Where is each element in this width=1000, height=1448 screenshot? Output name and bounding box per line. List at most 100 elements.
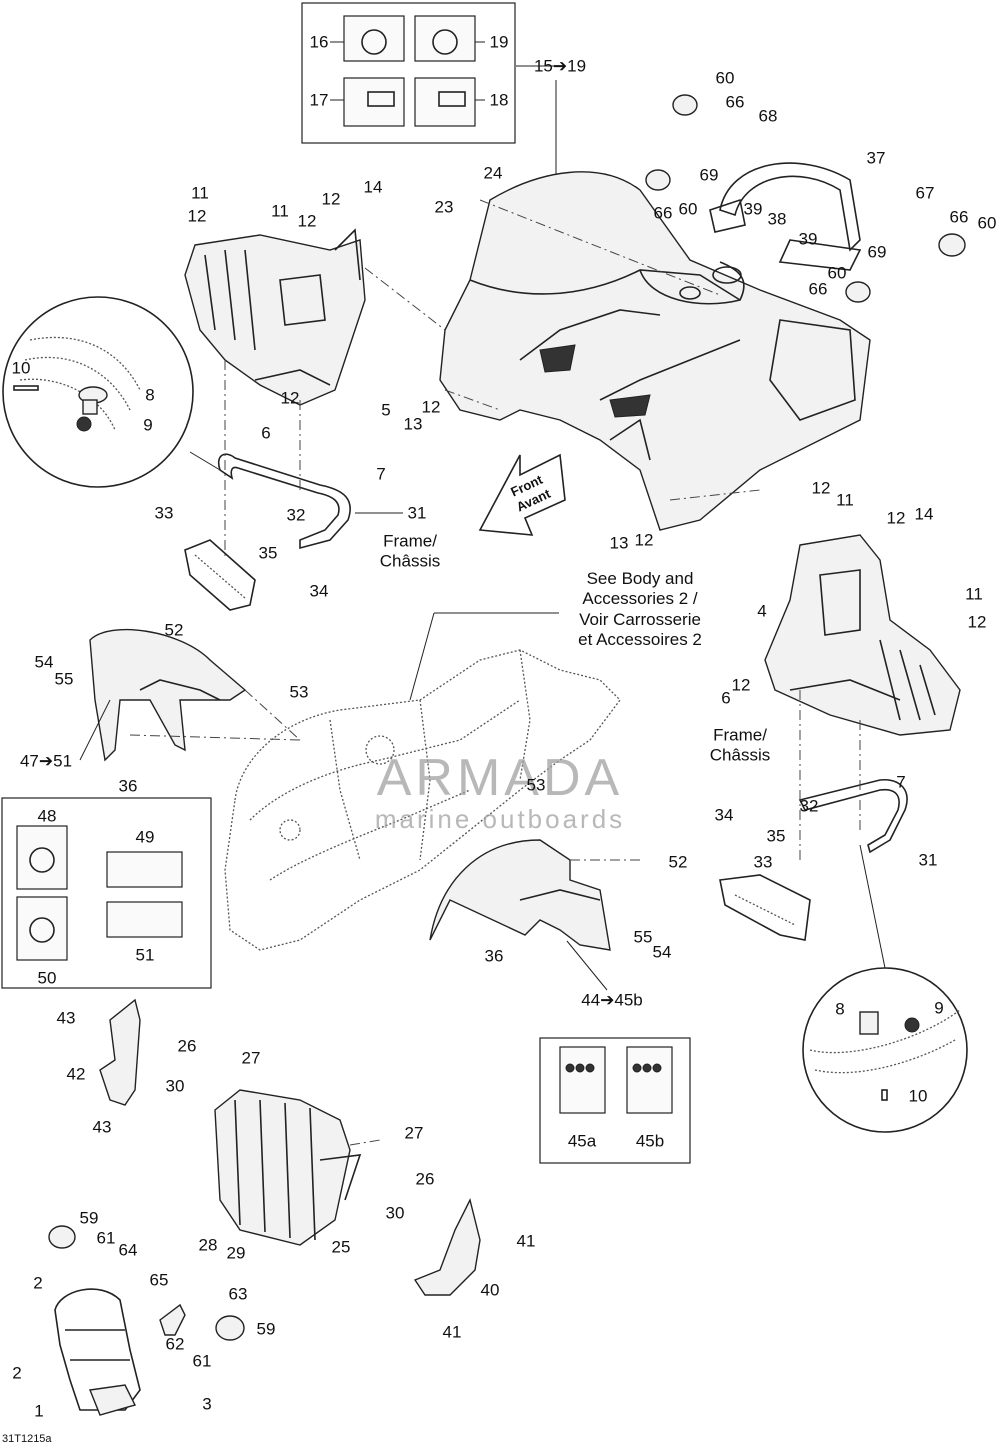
front-direction-arrow [478,453,566,536]
frame-outline [224,649,621,951]
callout-12e: 12 [421,397,441,417]
frame-note-left: Frame/Châssis [379,531,441,571]
callout-69a: 69 [699,165,719,185]
right-support-bar [719,779,908,941]
callout-36a: 36 [118,776,138,796]
callout-6b: 6 [721,688,731,708]
callout-30b: 30 [385,1203,405,1223]
callout-26b: 26 [415,1169,435,1189]
callout-13b: 13 [609,533,629,553]
right-footrest [764,534,961,736]
callout-60c: 60 [977,213,997,233]
callout-7a: 7 [376,464,386,484]
callout-55b: 55 [633,927,653,947]
callout-1: 1 [34,1401,44,1421]
callout-55a: 55 [54,669,74,689]
left-footrest [184,228,366,406]
side-plate-40 [413,1197,481,1296]
callout-14a: 14 [363,177,383,197]
cap-59-left [48,1225,76,1249]
callout-34a: 34 [309,581,329,601]
callout-59a: 59 [79,1208,99,1228]
callout-69b: 69 [867,242,887,262]
callout-61b: 61 [192,1351,212,1371]
left-detail-circle [2,296,194,488]
callout-66a: 66 [725,92,745,112]
callout-35a: 35 [258,543,278,563]
callout-62: 62 [165,1334,185,1354]
front-body-panel [439,171,871,531]
callout-2a: 2 [33,1273,43,1293]
callout-17: 17 [309,90,329,110]
callout-30a: 30 [165,1076,185,1096]
side-bracket-42 [99,998,141,1106]
left-fender [89,628,247,762]
see-body-leader-arrow [409,612,435,701]
callout-45a: 45a [567,1131,597,1151]
tow-hook-62 [159,1303,186,1336]
callout-43a: 43 [56,1008,76,1028]
callout-8b: 8 [835,999,845,1019]
callout-37: 37 [866,148,886,168]
right-fender [429,839,611,951]
callout-60b: 60 [678,199,698,219]
callout-48: 48 [37,806,57,826]
right-detail-circle [802,967,968,1133]
left-support-bar [184,453,351,611]
decal-kit-15-19 [301,2,560,212]
callout-31a: 31 [407,503,427,523]
callout-66c: 66 [949,207,969,227]
caps [645,94,966,303]
callout-5: 5 [381,400,391,420]
callout-49: 49 [135,827,155,847]
callout-63: 63 [228,1284,248,1304]
callout-26a: 26 [177,1036,197,1056]
callout-44-45b: 44➔45b [581,990,643,1010]
callout-38: 38 [767,209,787,229]
left-fender-leader [79,699,111,761]
callout-12d: 12 [280,388,300,408]
left-circle-leader [189,451,221,471]
frame-note-right: Frame/Châssis [709,725,771,765]
callout-4: 4 [757,601,767,621]
callout-11a: 11 [191,183,209,203]
callout-35b: 35 [766,826,786,846]
callout-34b: 34 [714,805,734,825]
callout-29: 29 [226,1243,246,1263]
assembly-lines [129,199,861,1146]
callout-12a: 12 [187,206,207,226]
callout-11c: 11 [836,490,854,510]
callout-32a: 32 [286,505,306,525]
cap-59-right [215,1315,245,1341]
callout-36b: 36 [484,946,504,966]
callout-25: 25 [331,1237,351,1257]
callout-66b: 66 [653,203,673,223]
callout-11d: 11 [965,584,983,604]
callout-7b: 7 [896,772,906,792]
front-bumper [54,1288,141,1416]
callout-12i: 12 [967,612,987,632]
callout-2b: 2 [12,1363,22,1383]
callout-16: 16 [309,32,329,52]
callout-27b: 27 [404,1123,424,1143]
decal-box-44-45b [539,1037,691,1164]
callout-3: 3 [202,1394,212,1414]
callout-45b: 45b [635,1131,665,1151]
callout-43b: 43 [92,1117,112,1137]
callout-24: 24 [483,163,503,183]
callout-9a: 9 [143,415,153,435]
decal-box-47-51 [1,797,212,989]
figure-code: 31T1215a [2,1433,52,1445]
callout-41b: 41 [442,1322,462,1342]
callout-41a: 41 [516,1231,536,1251]
callout-54b: 54 [652,942,672,962]
callout-52a: 52 [164,620,184,640]
callout-28: 28 [198,1235,218,1255]
callout-68: 68 [758,106,778,126]
callout-54a: 54 [34,652,54,672]
callout-8a: 8 [145,385,155,405]
right-circle-leader [859,844,886,969]
callout-27a: 27 [241,1048,261,1068]
